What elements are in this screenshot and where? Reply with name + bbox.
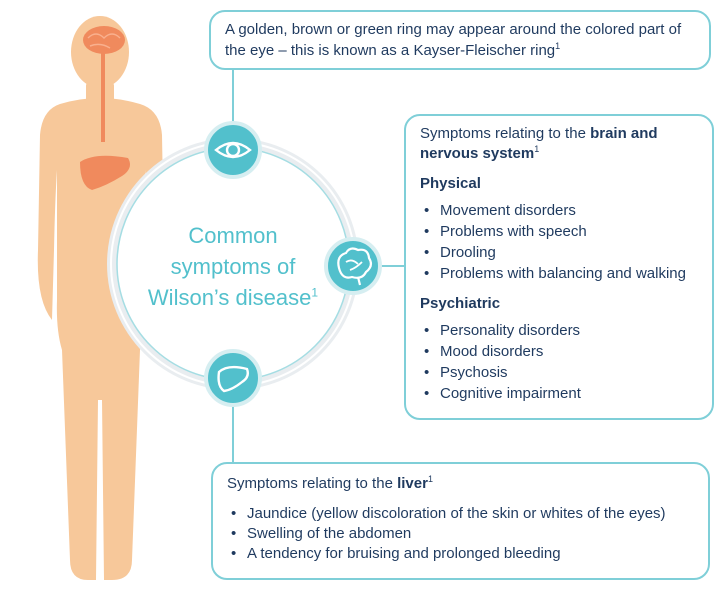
liver-intro-strong: liver	[397, 475, 428, 492]
list-item: Problems with balancing and walking	[420, 263, 698, 284]
eye-symptom-box: A golden, brown or green ring may appear…	[209, 10, 711, 70]
title-line-2: symptoms of	[170, 254, 296, 279]
physical-list: Movement disorders Problems with speech …	[420, 200, 698, 284]
brain-citation: 1	[534, 144, 540, 154]
list-item: Personality disorders	[420, 320, 698, 341]
list-item: Problems with speech	[420, 221, 698, 242]
liver-intro: Symptoms relating to the liver1	[227, 474, 694, 494]
list-item: Mood disorders	[420, 341, 698, 362]
brain-organ-icon	[83, 26, 125, 142]
list-item: Swelling of the abdomen	[227, 524, 694, 544]
liver-intro-text: Symptoms relating to the	[227, 475, 398, 492]
liver-icon	[204, 349, 262, 407]
physical-heading: Physical	[420, 175, 481, 192]
brain-symptom-box: Symptoms relating to the brain and nervo…	[404, 114, 714, 420]
psychiatric-list: Personality disorders Mood disorders Psy…	[420, 320, 698, 404]
psychiatric-heading: Psychiatric	[420, 295, 501, 312]
brain-intro-strong: brain and nervous system	[420, 125, 658, 162]
eye-symptom-text: A golden, brown or green ring may appear…	[225, 21, 682, 59]
brain-icon	[324, 237, 382, 295]
title-line-3-text: Wilson’s disease	[147, 285, 312, 310]
list-item: Psychosis	[420, 362, 698, 383]
title-line-1: Common	[188, 223, 278, 248]
title-line-3: Wilson’s disease1	[118, 282, 348, 313]
liver-symptom-box: Symptoms relating to the liver1 Jaundice…	[211, 462, 710, 580]
liver-citation: 1	[427, 474, 433, 484]
list-item: Drooling	[420, 242, 698, 263]
brain-intro-text: Symptoms relating to the	[420, 125, 591, 142]
list-item: Jaundice (yellow discoloration of the sk…	[227, 504, 694, 524]
liver-list: Jaundice (yellow discoloration of the sk…	[227, 504, 694, 564]
liver-organ-icon	[80, 155, 130, 190]
list-item: Movement disorders	[420, 200, 698, 221]
list-item: A tendency for bruising and prolonged bl…	[227, 544, 694, 564]
eye-icon	[204, 121, 262, 179]
eye-citation: 1	[555, 41, 561, 51]
diagram-title: Common symptoms of Wilson’s disease1	[118, 220, 348, 313]
title-citation: 1	[311, 285, 319, 300]
brain-intro: Symptoms relating to the brain and nervo…	[420, 124, 698, 164]
list-item: Cognitive impairment	[420, 383, 698, 404]
